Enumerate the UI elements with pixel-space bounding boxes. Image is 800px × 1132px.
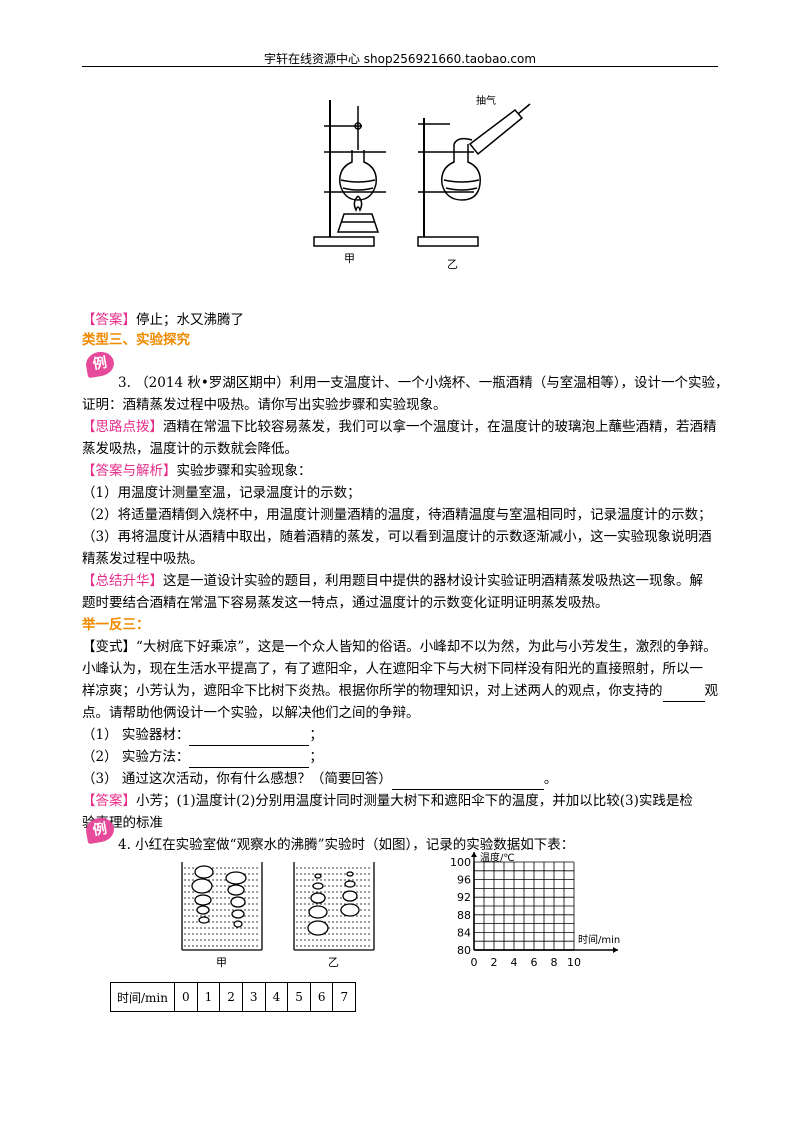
q3-line1: 3. （2014 秋•罗湖区期中）利用一支温度计、一个小烧杯、一瓶酒精（与室温相… xyxy=(118,375,729,391)
variant-line3: 样凉爽；小芳认为，遮阳伞下比树下炎热。根据你所学的物理知识，对上述两人的观点，你… xyxy=(82,680,718,702)
table-cell: 6 xyxy=(309,982,334,1012)
apparatus-figure: 抽气 甲 乙 xyxy=(313,94,531,271)
beakers-figure: 甲 乙 xyxy=(181,862,375,968)
q3-line2: 证明：酒精蒸发过程中吸热。请你写出实验步骤和实验现象。 xyxy=(82,397,447,413)
table-cell: 2 xyxy=(219,982,243,1012)
q4-label-jia: 甲 xyxy=(216,956,227,968)
fill-blank-equipment xyxy=(189,745,310,746)
x-tick-label: 0 xyxy=(471,956,478,969)
y-tick-label: 84 xyxy=(457,926,471,939)
x-tick-label: 4 xyxy=(511,956,518,969)
table-cell: 1 xyxy=(196,982,221,1012)
fig1-label-jia: 甲 xyxy=(344,252,355,265)
x-tick-label: 6 xyxy=(531,956,538,969)
example-badge: 例 xyxy=(84,349,116,379)
x-tick-label: 2 xyxy=(491,956,498,969)
q3-answer-line4: 精蒸发过程中吸热。 xyxy=(82,551,204,567)
chouqi-label: 抽气 xyxy=(476,94,496,107)
q3-summary-line1: 【总结升华】这是一道设计实验的题目，利用题目中提供的器材设计实验证明酒精蒸发吸热… xyxy=(82,573,703,589)
q3-answer-line2: （2）将适量酒精倒入烧杯中，用温度计测量酒精的温度，待酒精温度与室温相同时，记录… xyxy=(82,507,712,523)
chart-y-ticks: 100 96 92 88 84 80 xyxy=(450,856,471,957)
x-tick-label: 10 xyxy=(567,956,581,969)
variant-answer-line2: 验真理的标准 xyxy=(82,815,163,831)
answer-analysis-tag: 【答案与解析】 xyxy=(82,463,177,479)
summary-tag: 【总结升华】 xyxy=(82,573,163,589)
q3-answer-line3: （3）再将温度计从酒精中取出，随着酒精的蒸发，可以看到温度计的示数逐渐减小，这一… xyxy=(82,529,712,545)
answer-text: 停止；水又沸腾了 xyxy=(136,312,244,328)
table-cell: 5 xyxy=(287,982,311,1012)
y-tick-label: 92 xyxy=(457,891,471,904)
fig1-label-yi: 乙 xyxy=(447,258,458,271)
variant-answer-line1: 【答案】小芳；(1)温度计(2)分别用温度计同时测量大树下和遮阳伞下的温度，并加… xyxy=(82,793,693,809)
variant-q1: （1） 实验器材：； xyxy=(82,724,718,746)
fill-blank-viewpoint xyxy=(662,701,705,702)
y-tick-label: 96 xyxy=(457,874,471,887)
y-tick-label: 80 xyxy=(457,944,471,957)
fill-blank-method xyxy=(189,767,310,768)
variant-answer-tag: 【答案】 xyxy=(82,793,136,809)
q4-text: 4. 小红在实验室做“观察水的沸腾”实验时（如图），记录的实验数据如下表： xyxy=(118,837,575,853)
y-tick-label: 88 xyxy=(457,909,471,922)
answer-tag: 【答案】 xyxy=(82,312,136,328)
variant-line4: 点。请帮助他俩设计一个实验，以解决他们之间的争辩。 xyxy=(82,705,420,721)
x-tick-label: 8 xyxy=(551,956,558,969)
variant-q3: （3） 通过这次活动，你有什么感想？（简要回答）。 xyxy=(82,768,718,790)
page-header: 宇轩在线资源中心 shop256921660.taobao.com xyxy=(263,52,537,66)
table-cell: 7 xyxy=(332,982,357,1012)
q3-answer-line0: 【答案与解析】实验步骤和实验现象： xyxy=(82,463,312,479)
y-tick-label: 100 xyxy=(450,856,471,869)
q4-label-yi: 乙 xyxy=(328,956,339,968)
variant-q2: （2） 实验方法：； xyxy=(82,746,718,768)
table-cell: 0 xyxy=(174,982,198,1012)
header-rule xyxy=(82,66,718,67)
table-cell: 3 xyxy=(241,982,266,1012)
variant-line2: 小峰认为，现在生活水平提高了，有了遮阳伞，人在遮阳伞下与大树下同样没有阳光的直接… xyxy=(82,661,703,677)
chart-grid xyxy=(471,852,618,953)
chart-ylabel: 温度/℃ xyxy=(480,851,515,864)
hint-tag: 【思路点拨】 xyxy=(82,419,163,435)
chart-xlabel: 时间/min xyxy=(578,933,620,946)
section-title: 类型三、实验探究 xyxy=(82,332,190,348)
table-header-cell: 时间/min xyxy=(110,982,175,1012)
juyi-title: 举一反三： xyxy=(82,617,150,633)
table-cell: 4 xyxy=(264,982,289,1012)
answer-1: 【答案】停止；水又沸腾了 xyxy=(82,309,718,331)
fill-blank-thoughts xyxy=(391,789,544,790)
q3-hint-line2: 蒸发吸热，温度计的示数就会降低。 xyxy=(82,441,298,457)
variant-line1: 【变式】“大树底下好乘凉”，这是一个众人皆知的俗语。小峰却不以为然，为此与小芳发… xyxy=(82,639,717,655)
q3-hint-line1: 【思路点拨】酒精在常温下比较容易蒸发，我们可以拿一个温度计，在温度计的玻璃泡上蘸… xyxy=(82,419,717,435)
q3-answer-line1: （1）用温度计测量室温，记录温度计的示数； xyxy=(82,485,361,501)
q3-summary-line2: 题时要结合酒精在常温下容易蒸发这一特点，通过温度计的示数变化证明证明蒸发吸热。 xyxy=(82,595,609,611)
